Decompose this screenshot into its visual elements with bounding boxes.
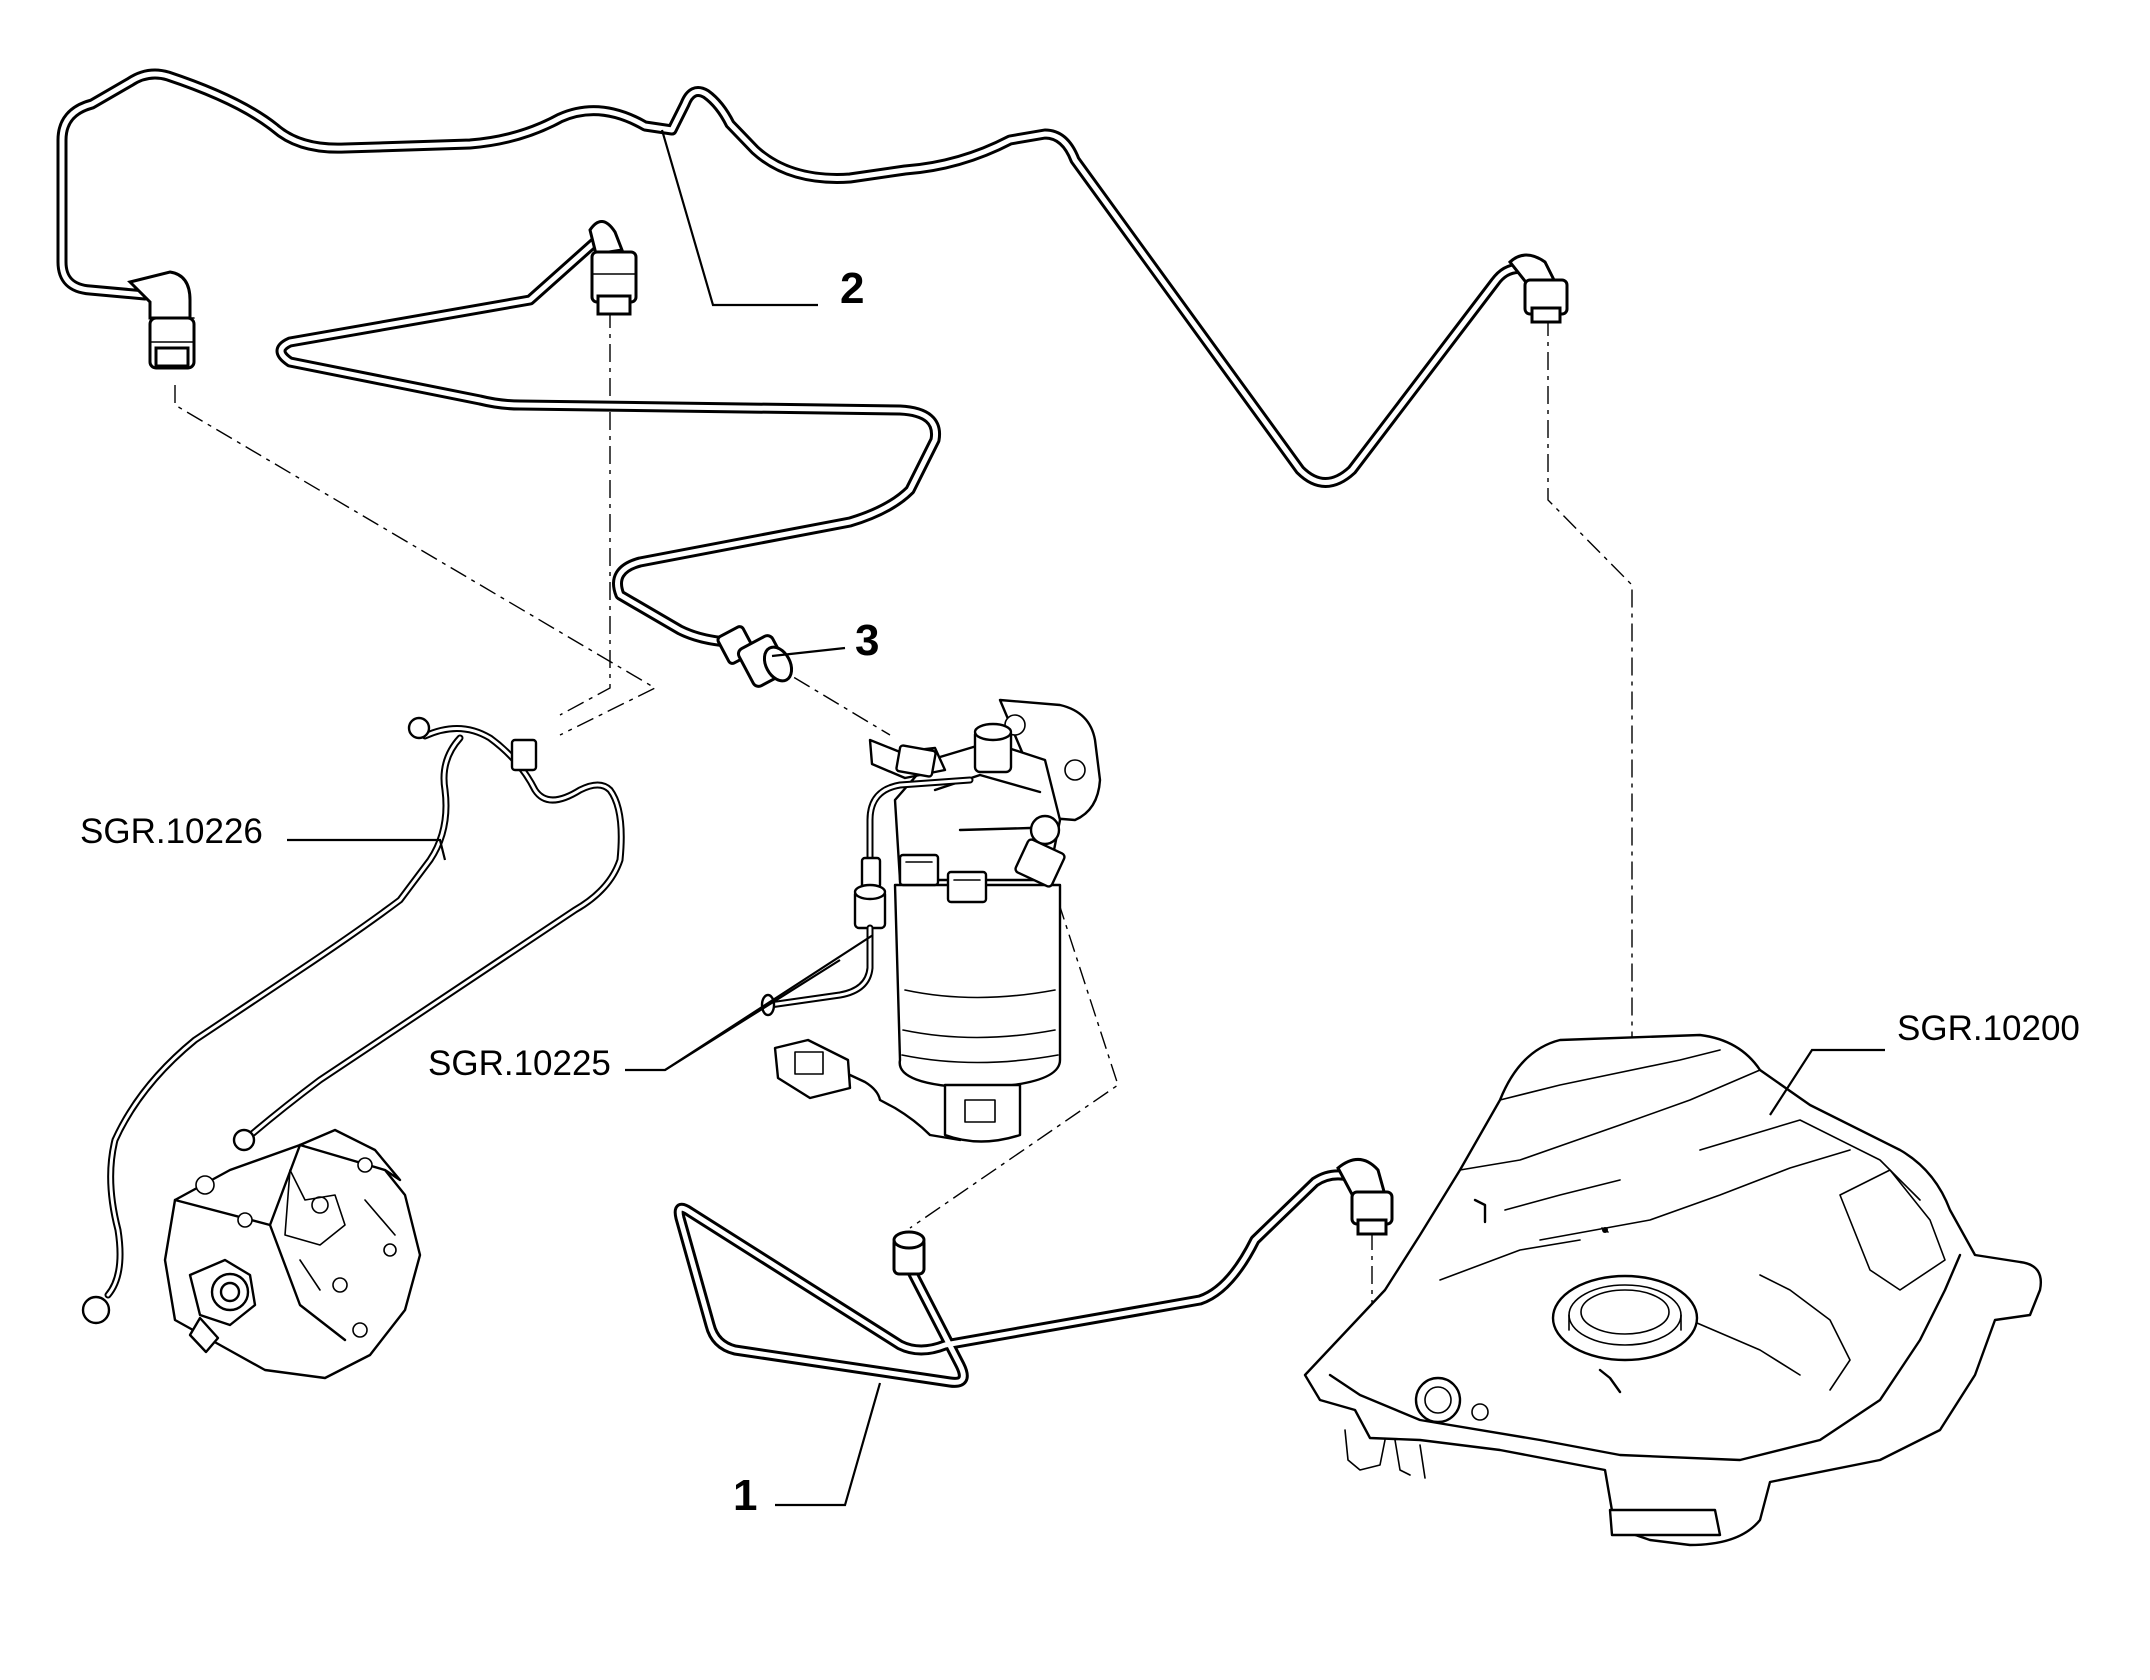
- pipe-3-supply-line[interactable]: [275, 236, 942, 648]
- ref-fuel-filter: SGR.10225: [428, 1044, 611, 1083]
- callout-3: 3: [855, 616, 879, 665]
- filter-loose-parts: [760, 883, 962, 1142]
- connector-left-elbow: [127, 270, 196, 370]
- high-pressure-pump-assembly: [81, 716, 625, 1380]
- pipe-2-return-line[interactable]: [56, 68, 1534, 488]
- connector-3-filter-inlet: [716, 625, 794, 688]
- callout-labels: 2 3 1 SGR.10226 SGR.10225 SGR.10200: [80, 264, 2080, 1520]
- connector-lower-right-elbow: [1336, 1158, 1394, 1236]
- ref-fuel-tank: SGR.10200: [1897, 1009, 2080, 1048]
- connector-middle-upper: [588, 220, 638, 316]
- connector-lower-left: [892, 1230, 926, 1276]
- pipe-1-tank-line[interactable]: [673, 1169, 1354, 1388]
- callout-2: 2: [840, 264, 864, 313]
- callout-1: 1: [733, 1471, 757, 1520]
- fuel-tank-assembly: [1303, 1033, 2042, 1547]
- ref-high-pressure-pump: SGR.10226: [80, 812, 263, 851]
- leader-lines: [287, 129, 1885, 1507]
- connector-right-elbow: [1507, 253, 1569, 324]
- fuel-filter-assembly: [860, 698, 1102, 1143]
